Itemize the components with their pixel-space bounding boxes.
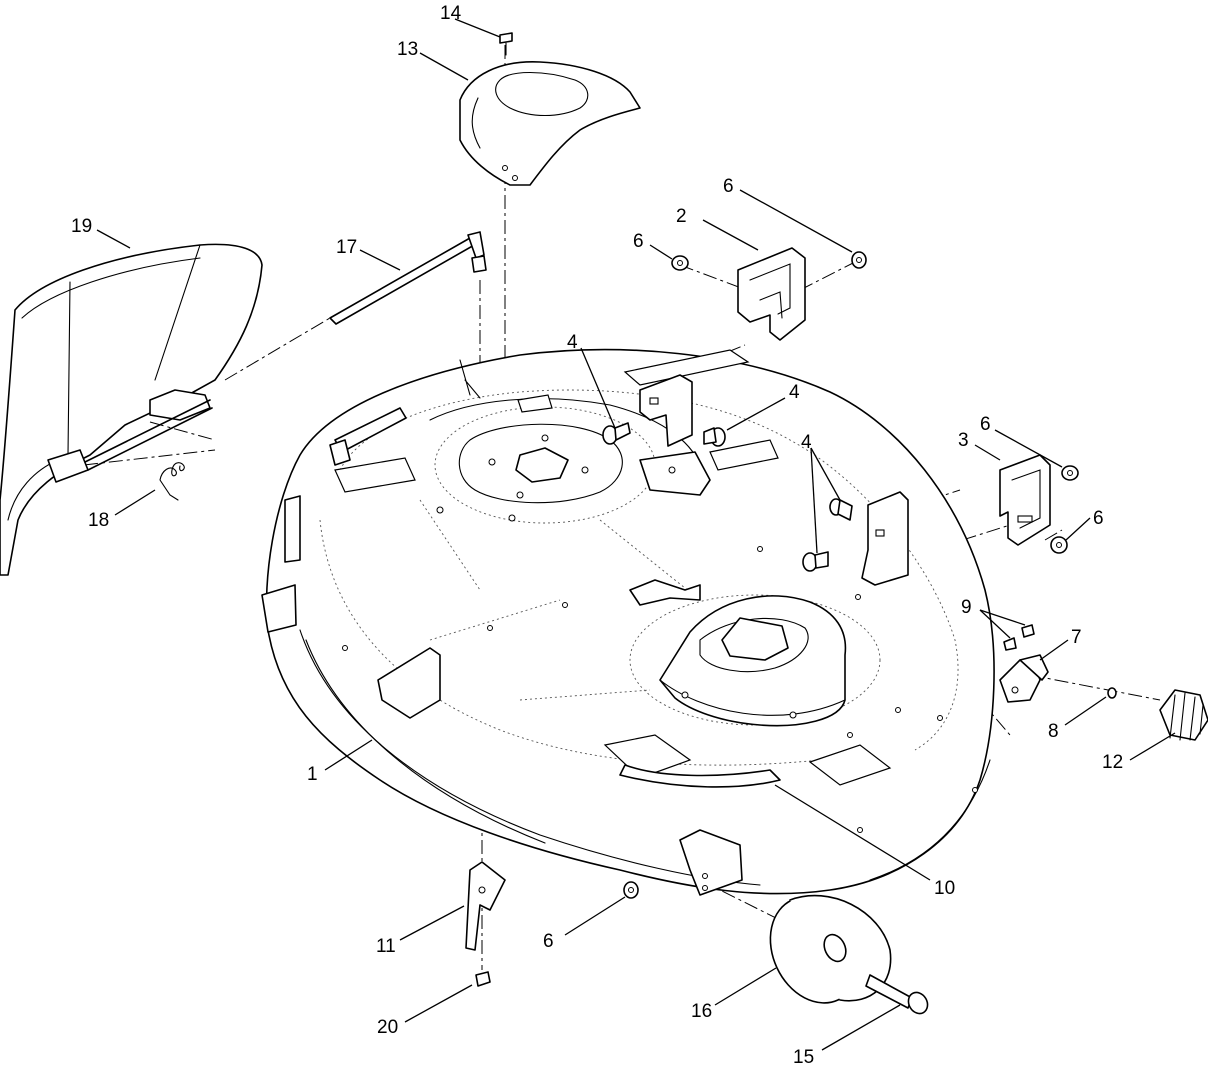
- mower-deck-part-1: [261, 348, 995, 896]
- callout-6b: 6: [633, 231, 644, 252]
- callout-1: 1: [307, 764, 318, 785]
- callouts: 1 2 3 4 4 4 6 6 6 6 6 7 8 9 10 11 12 13 …: [71, 3, 1123, 1068]
- leader-lines: [96, 18, 1176, 1051]
- bolt-part-15: [865, 974, 929, 1015]
- nut-part-20: [475, 971, 491, 987]
- callout-6c: 6: [980, 414, 991, 435]
- bracket-lower-right: [861, 491, 909, 586]
- o-ring-part-8: [1107, 687, 1117, 699]
- bracket-part-11: [465, 861, 506, 951]
- nut-part-6: [623, 251, 1079, 899]
- callout-10: 10: [934, 878, 955, 899]
- callout-4a: 4: [567, 332, 578, 353]
- callout-8: 8: [1048, 721, 1059, 742]
- callout-12: 12: [1102, 752, 1123, 773]
- fitting-part-7: [999, 654, 1049, 703]
- discharge-chute-part-19: [0, 243, 263, 576]
- callout-13: 13: [397, 39, 418, 60]
- bracket-part-3: [999, 454, 1051, 546]
- wheel-part-16: [769, 894, 892, 1004]
- callout-9: 9: [961, 597, 972, 618]
- callout-18: 18: [88, 510, 109, 531]
- callout-11: 11: [376, 936, 396, 957]
- callout-7: 7: [1071, 627, 1082, 648]
- callout-19: 19: [71, 216, 92, 237]
- callout-3: 3: [958, 430, 969, 451]
- rod-part-17: [329, 231, 487, 325]
- belt-cover-part-13: [459, 61, 641, 186]
- bolt-part-9: [1003, 624, 1035, 651]
- callout-6d: 6: [1093, 508, 1104, 529]
- bolt-part-14: [499, 32, 513, 56]
- callout-6a: 6: [723, 176, 734, 197]
- callout-6e: 6: [543, 931, 554, 952]
- callout-2: 2: [676, 206, 687, 227]
- callout-4b: 4: [789, 382, 800, 403]
- cap-part-12: [1159, 689, 1208, 741]
- callout-20: 20: [377, 1017, 398, 1038]
- bracket-lower-left: [639, 374, 693, 447]
- pin-part-4: [602, 422, 853, 572]
- bracket-part-2: [737, 247, 806, 341]
- callout-17: 17: [336, 237, 357, 258]
- callout-4c: 4: [801, 432, 812, 453]
- spring-part-18: [159, 462, 185, 501]
- callout-15: 15: [793, 1047, 814, 1068]
- callout-14: 14: [440, 3, 462, 24]
- callout-16: 16: [691, 1001, 712, 1022]
